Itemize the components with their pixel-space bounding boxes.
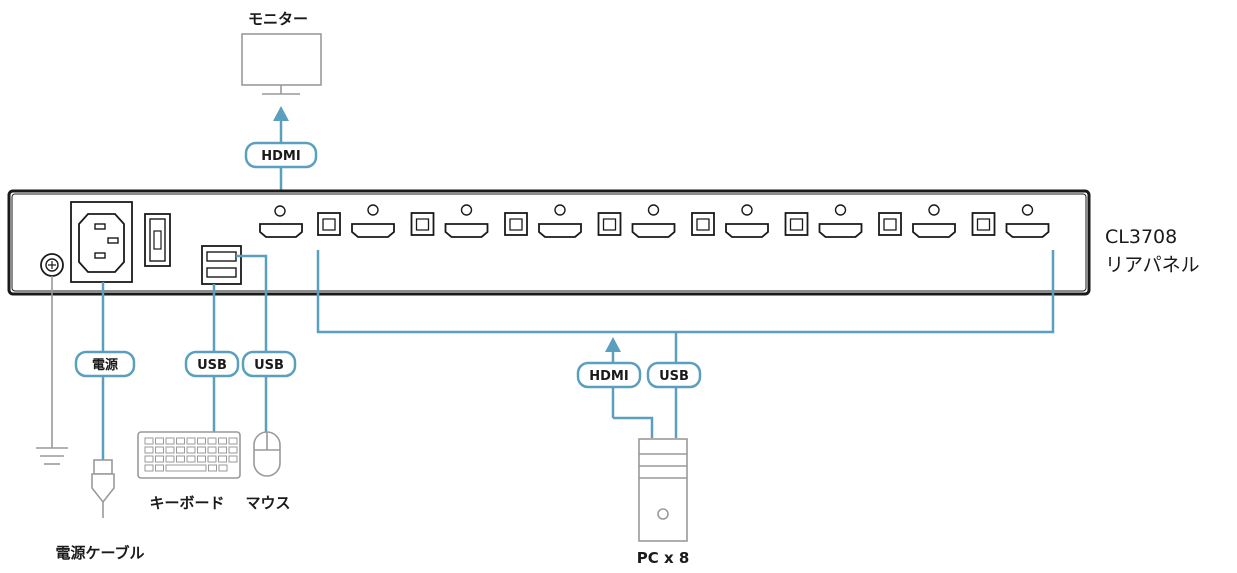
console-hdmi-port-icon [259, 205, 303, 238]
ground-symbol-icon [36, 447, 68, 465]
mouse-icon [253, 431, 281, 477]
monitor-hdmi-tag: HDMI [244, 141, 318, 169]
pc-port-group [691, 204, 769, 238]
monitor-icon [241, 33, 322, 95]
hdmi-port-icon [444, 223, 489, 238]
power-tag-text: 電源 [92, 357, 118, 373]
mouse-usb-tag: USB [241, 350, 297, 378]
console-usb-ports-icon [201, 245, 242, 285]
pc-hdmi-tag: HDMI [576, 361, 642, 389]
pc-usb-tag-text: USB [659, 369, 689, 384]
ground-terminal-icon [40, 253, 64, 277]
pc-hdmi-tag-text: HDMI [589, 369, 628, 384]
pc-port-group [597, 204, 676, 238]
rear-panel [7, 189, 1091, 296]
hdmi-port-icon [631, 223, 676, 238]
power-plug-icon [91, 459, 115, 518]
rear-panel-label: リアパネル [1105, 254, 1200, 276]
hdmi-port-icon [351, 223, 395, 238]
pc-hdmi-arrow-icon [605, 337, 621, 352]
pc-port-group [878, 204, 956, 238]
pc-hdmi-cable-end [613, 416, 654, 438]
pc-port-group [504, 204, 582, 238]
monitor-hdmi-tag-text: HDMI [261, 149, 300, 164]
device-model-label: CL3708 [1105, 226, 1177, 248]
mouse-label: マウス [245, 494, 290, 512]
hdmi-port-icon [912, 223, 956, 238]
monitor-label: モニター [248, 10, 308, 28]
hdmi-port-icon [725, 223, 769, 238]
hdmi-port-icon [1005, 223, 1050, 238]
pc-label: PC x 8 [637, 549, 690, 567]
keyboard-usb-tag-text: USB [197, 358, 227, 373]
power-cable-label: 電源ケーブル [55, 544, 144, 562]
monitor-arrow-icon [273, 106, 289, 121]
pc-port-group [784, 204, 863, 238]
pc-port-groups [317, 204, 1050, 238]
pc-cable-trunk [316, 250, 1055, 334]
power-switch-icon [144, 213, 171, 267]
power-tag: 電源 [74, 350, 136, 378]
pc-port-group [971, 204, 1050, 238]
pc-usb-tag: USB [646, 361, 702, 389]
pc-tower-icon [638, 438, 688, 542]
power-inlet-icon [70, 201, 133, 283]
mouse-usb-tag-text: USB [254, 358, 284, 373]
pc-port-group [410, 204, 489, 238]
hdmi-port-icon [818, 223, 863, 238]
pc-port-group [317, 204, 395, 238]
hdmi-port-icon [538, 223, 582, 238]
keyboard-icon [137, 431, 241, 479]
keyboard-usb-tag: USB [184, 350, 240, 378]
keyboard-label: キーボード [149, 494, 224, 512]
